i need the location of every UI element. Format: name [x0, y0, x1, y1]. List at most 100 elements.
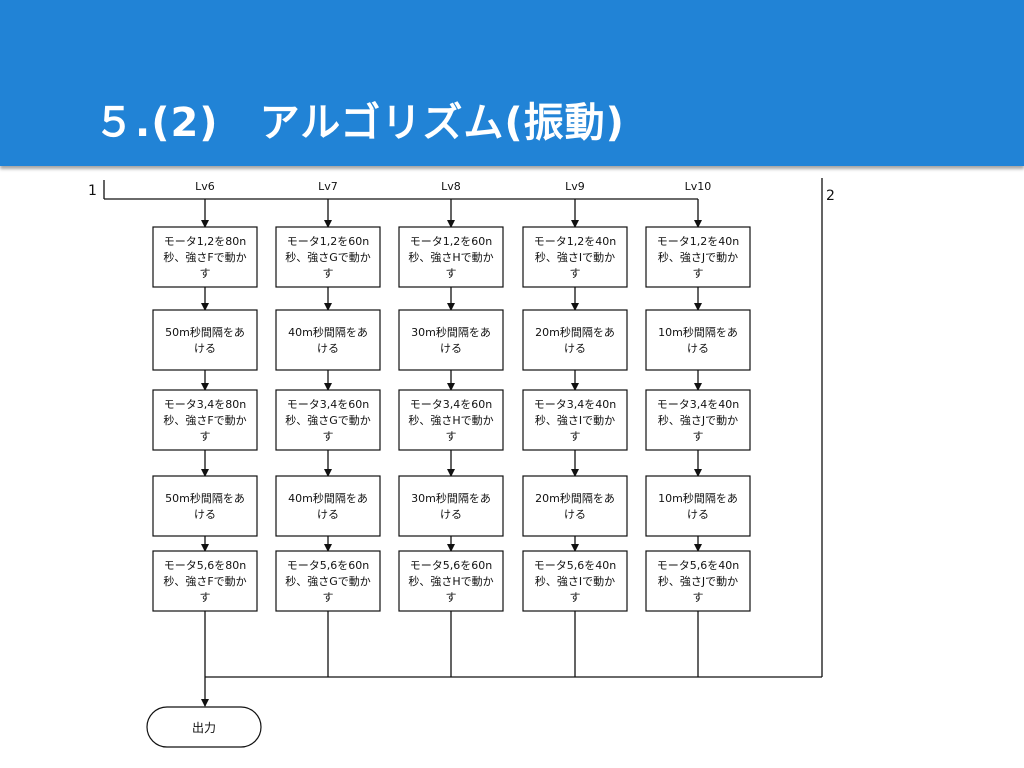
step-box — [152, 475, 258, 537]
step-box — [522, 550, 628, 612]
level-label-lv9: Lv9 — [565, 180, 585, 193]
step-box — [398, 226, 504, 288]
step-box — [398, 389, 504, 451]
step-text: モータ1,2を40n — [534, 235, 616, 248]
step-text: モータ1,2を60n — [410, 235, 492, 248]
step-text: 10m秒間隔をあ — [658, 325, 738, 339]
step-text: モータ1,2を40n — [657, 235, 739, 248]
step-text: ける — [440, 508, 462, 521]
start-label: 1 — [88, 183, 97, 199]
step-box — [275, 309, 381, 371]
step-text: モータ3,4を40n — [657, 398, 739, 411]
step-text: す — [446, 267, 457, 280]
step-text: 秒、強さIで動か — [535, 574, 615, 588]
step-box — [152, 309, 258, 371]
step-box — [275, 475, 381, 537]
step-box — [275, 226, 381, 288]
step-box — [398, 309, 504, 371]
step-box — [522, 389, 628, 451]
step-text: ける — [564, 508, 586, 521]
step-text: モータ5,6を40n — [534, 559, 616, 572]
step-text: 秒、強さHで動か — [408, 250, 493, 264]
step-text: ける — [440, 342, 462, 355]
step-text: す — [446, 430, 457, 443]
step-box — [275, 389, 381, 451]
step-text: 30m秒間隔をあ — [411, 325, 491, 339]
step-text: 50m秒間隔をあ — [165, 491, 245, 505]
step-text: ける — [317, 342, 339, 355]
step-box — [152, 389, 258, 451]
step-box — [152, 226, 258, 288]
output-label: 出力 — [192, 721, 216, 735]
step-text: 20m秒間隔をあ — [535, 325, 615, 339]
step-text: ける — [687, 508, 709, 521]
step-text: す — [693, 267, 704, 280]
step-text: 40m秒間隔をあ — [288, 325, 368, 339]
step-box — [398, 475, 504, 537]
step-box — [522, 309, 628, 371]
step-text: 秒、強さGで動か — [285, 574, 371, 588]
step-text: す — [200, 591, 211, 604]
step-text: 秒、強さHで動か — [408, 413, 493, 427]
step-text: す — [323, 591, 334, 604]
step-box — [645, 550, 751, 612]
step-text: 50m秒間隔をあ — [165, 325, 245, 339]
step-text: 秒、強さGで動か — [285, 250, 371, 264]
step-text: 秒、強さJで動か — [658, 574, 738, 588]
step-text: す — [200, 267, 211, 280]
level-label-lv8: Lv8 — [441, 180, 461, 193]
step-box — [645, 309, 751, 371]
step-text: モータ5,6を40n — [657, 559, 739, 572]
step-box — [152, 550, 258, 612]
step-text: す — [200, 430, 211, 443]
step-text: 秒、強さJで動か — [658, 413, 738, 427]
step-text: モータ3,4を80n — [164, 398, 246, 411]
title-bar: ５.(2) アルゴリズム(振動) — [0, 0, 1024, 166]
step-text: 秒、強さIで動か — [535, 250, 615, 264]
step-text: 秒、強さGで動か — [285, 413, 371, 427]
step-box — [522, 475, 628, 537]
step-text: す — [323, 267, 334, 280]
step-text: 秒、強さJで動か — [658, 250, 738, 264]
step-text: す — [446, 591, 457, 604]
step-text: す — [693, 430, 704, 443]
step-text: モータ5,6を60n — [410, 559, 492, 572]
level-label-lv10: Lv10 — [685, 180, 712, 193]
step-text: 秒、強さFで動か — [163, 250, 246, 264]
slide-title: ５.(2) アルゴリズム(振動) — [94, 100, 625, 146]
step-box — [645, 389, 751, 451]
step-box — [275, 550, 381, 612]
step-text: す — [693, 591, 704, 604]
step-box — [522, 226, 628, 288]
step-box — [398, 550, 504, 612]
step-text: ける — [194, 508, 216, 521]
step-text: 秒、強さFで動か — [163, 413, 246, 427]
connector-lines — [103, 178, 823, 707]
step-text: モータ5,6を60n — [287, 559, 369, 572]
step-text: モータ3,4を40n — [534, 398, 616, 411]
step-text: 10m秒間隔をあ — [658, 491, 738, 505]
step-text: ける — [194, 342, 216, 355]
step-text: す — [570, 430, 581, 443]
step-text: す — [323, 430, 334, 443]
step-text: 40m秒間隔をあ — [288, 491, 368, 505]
step-text: す — [570, 267, 581, 280]
output-terminator — [146, 706, 262, 748]
step-text: モータ5,6を80n — [164, 559, 246, 572]
step-text: モータ3,4を60n — [287, 398, 369, 411]
step-text: モータ3,4を60n — [410, 398, 492, 411]
step-text: モータ1,2を60n — [287, 235, 369, 248]
step-text: 30m秒間隔をあ — [411, 491, 491, 505]
step-text: 秒、強さHで動か — [408, 574, 493, 588]
level-label-lv7: Lv7 — [318, 180, 338, 193]
step-text: ける — [564, 342, 586, 355]
step-text: 秒、強さIで動か — [535, 413, 615, 427]
step-text: 20m秒間隔をあ — [535, 491, 615, 505]
step-text: す — [570, 591, 581, 604]
step-box — [645, 226, 751, 288]
level-label-lv6: Lv6 — [195, 180, 215, 193]
step-text: モータ1,2を80n — [164, 235, 246, 248]
step-text: ける — [317, 508, 339, 521]
